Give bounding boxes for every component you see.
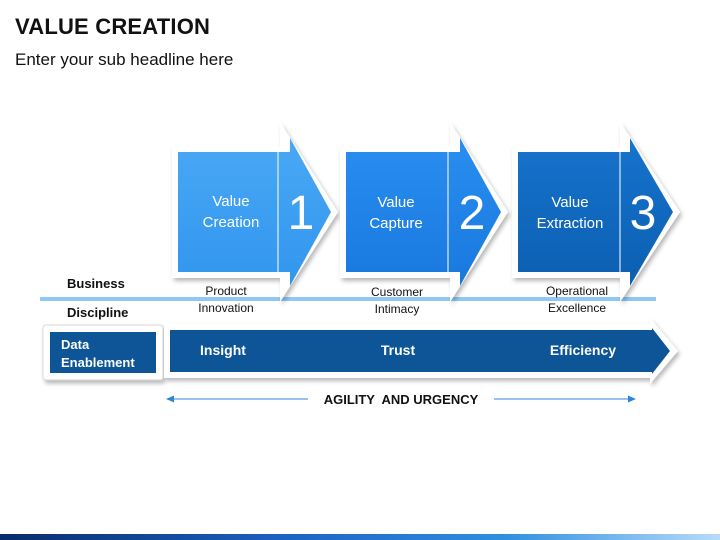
stage-label-line2: Intimacy bbox=[375, 302, 420, 316]
stage-arrow-value-creation: Value Creation 1 bbox=[172, 122, 338, 302]
stage-number: 1 bbox=[288, 187, 315, 240]
stage-number: 3 bbox=[630, 187, 657, 240]
stage-label-line2: Innovation bbox=[198, 301, 253, 315]
data-enablement-line2: Enablement bbox=[61, 355, 135, 370]
page-subtitle: Enter your sub headline here bbox=[15, 50, 234, 69]
stage-label-line2: Excellence bbox=[548, 301, 606, 315]
stage-arrow-value-extraction: Value Extraction 3 bbox=[512, 122, 680, 302]
band-item-efficiency: Efficiency bbox=[550, 342, 616, 358]
agility-label: AGILITY AND URGENCY bbox=[324, 392, 479, 407]
band-item-insight: Insight bbox=[200, 342, 246, 358]
data-enablement-line1: Data bbox=[61, 337, 90, 352]
stage-label-line1: Product bbox=[205, 284, 247, 298]
discipline-label: Discipline bbox=[67, 305, 128, 320]
stage-label-line1: Customer bbox=[371, 285, 423, 299]
bottom-accent-bar bbox=[0, 534, 720, 540]
stage-title-line2: Capture bbox=[369, 215, 422, 232]
stage-number: 2 bbox=[459, 187, 486, 240]
stage-title-line1: Value bbox=[551, 194, 588, 211]
stage-title-line1: Value bbox=[212, 193, 249, 210]
business-label: Business bbox=[67, 276, 125, 291]
page-title: VALUE CREATION bbox=[15, 14, 211, 39]
stage-title-line2: Extraction bbox=[537, 215, 604, 232]
data-enablement-box: Data Enablement bbox=[42, 324, 164, 381]
stage-arrow-value-capture: Value Capture 2 bbox=[340, 122, 508, 302]
band-item-trust: Trust bbox=[381, 342, 416, 358]
stage-title-line1: Value bbox=[377, 194, 414, 211]
stage-title-line2: Creation bbox=[203, 214, 260, 231]
agility-double-arrow: AGILITY AND URGENCY bbox=[166, 392, 636, 407]
stage-label-line1: Operational bbox=[546, 284, 608, 298]
capability-band-arrow: Insight Trust Efficiency bbox=[164, 318, 678, 384]
